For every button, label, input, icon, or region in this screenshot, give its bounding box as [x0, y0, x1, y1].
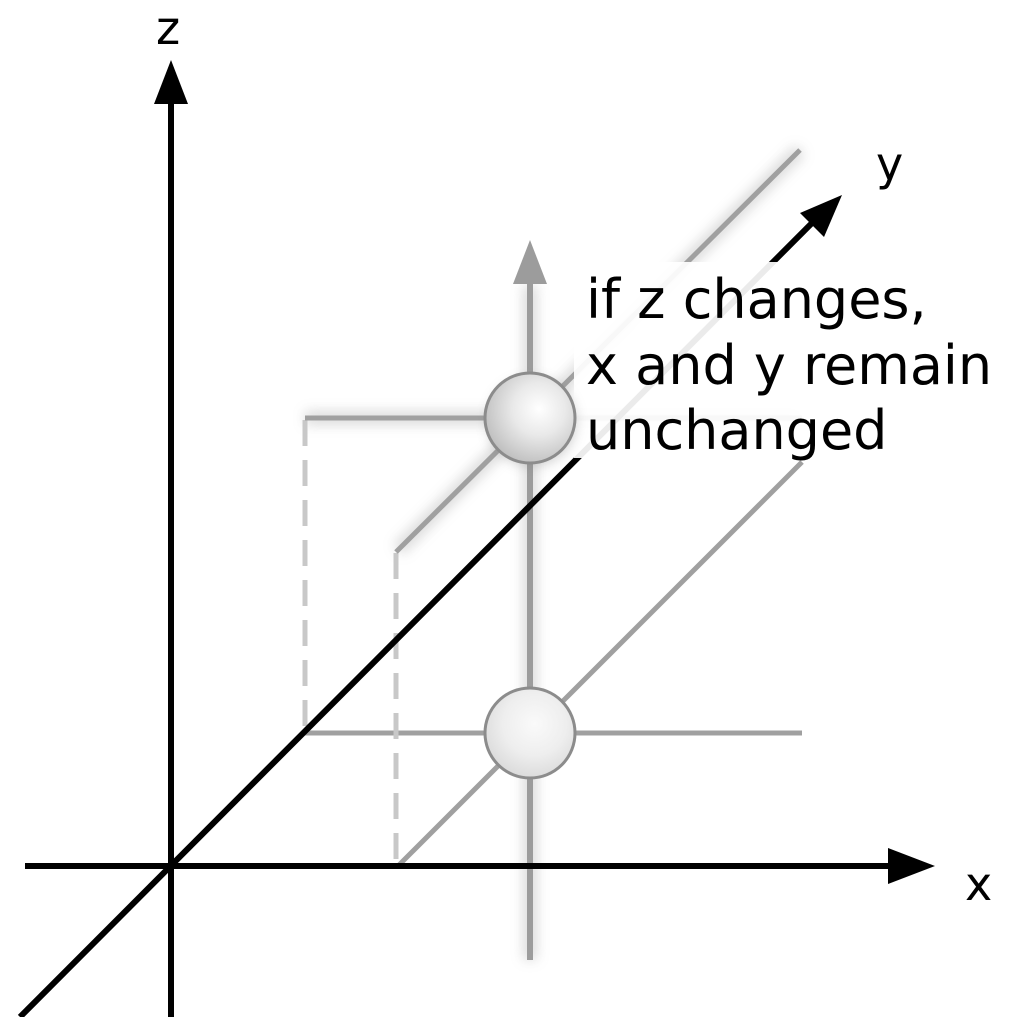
- z-axis-arrowhead: [154, 60, 188, 104]
- z-axis-label: z: [156, 1, 180, 55]
- vertical-guide-arrowhead: [513, 240, 547, 284]
- x-axis-arrowhead: [888, 848, 935, 884]
- y-axis-arrowhead: [800, 195, 842, 237]
- y-axis-label: y: [876, 137, 903, 191]
- upper-point-sphere: [483, 371, 577, 465]
- x-axis-label: x: [965, 857, 992, 911]
- annotation-line-3: unchanged: [586, 399, 887, 462]
- lower-diagonal-guide: [396, 460, 804, 868]
- annotation-background: [574, 262, 1020, 458]
- lower-point-sphere: [483, 686, 577, 780]
- annotation-line-2: x and y remain: [586, 334, 992, 397]
- axes: [17, 60, 935, 1017]
- annotation-line-1: if z changes,: [586, 268, 927, 331]
